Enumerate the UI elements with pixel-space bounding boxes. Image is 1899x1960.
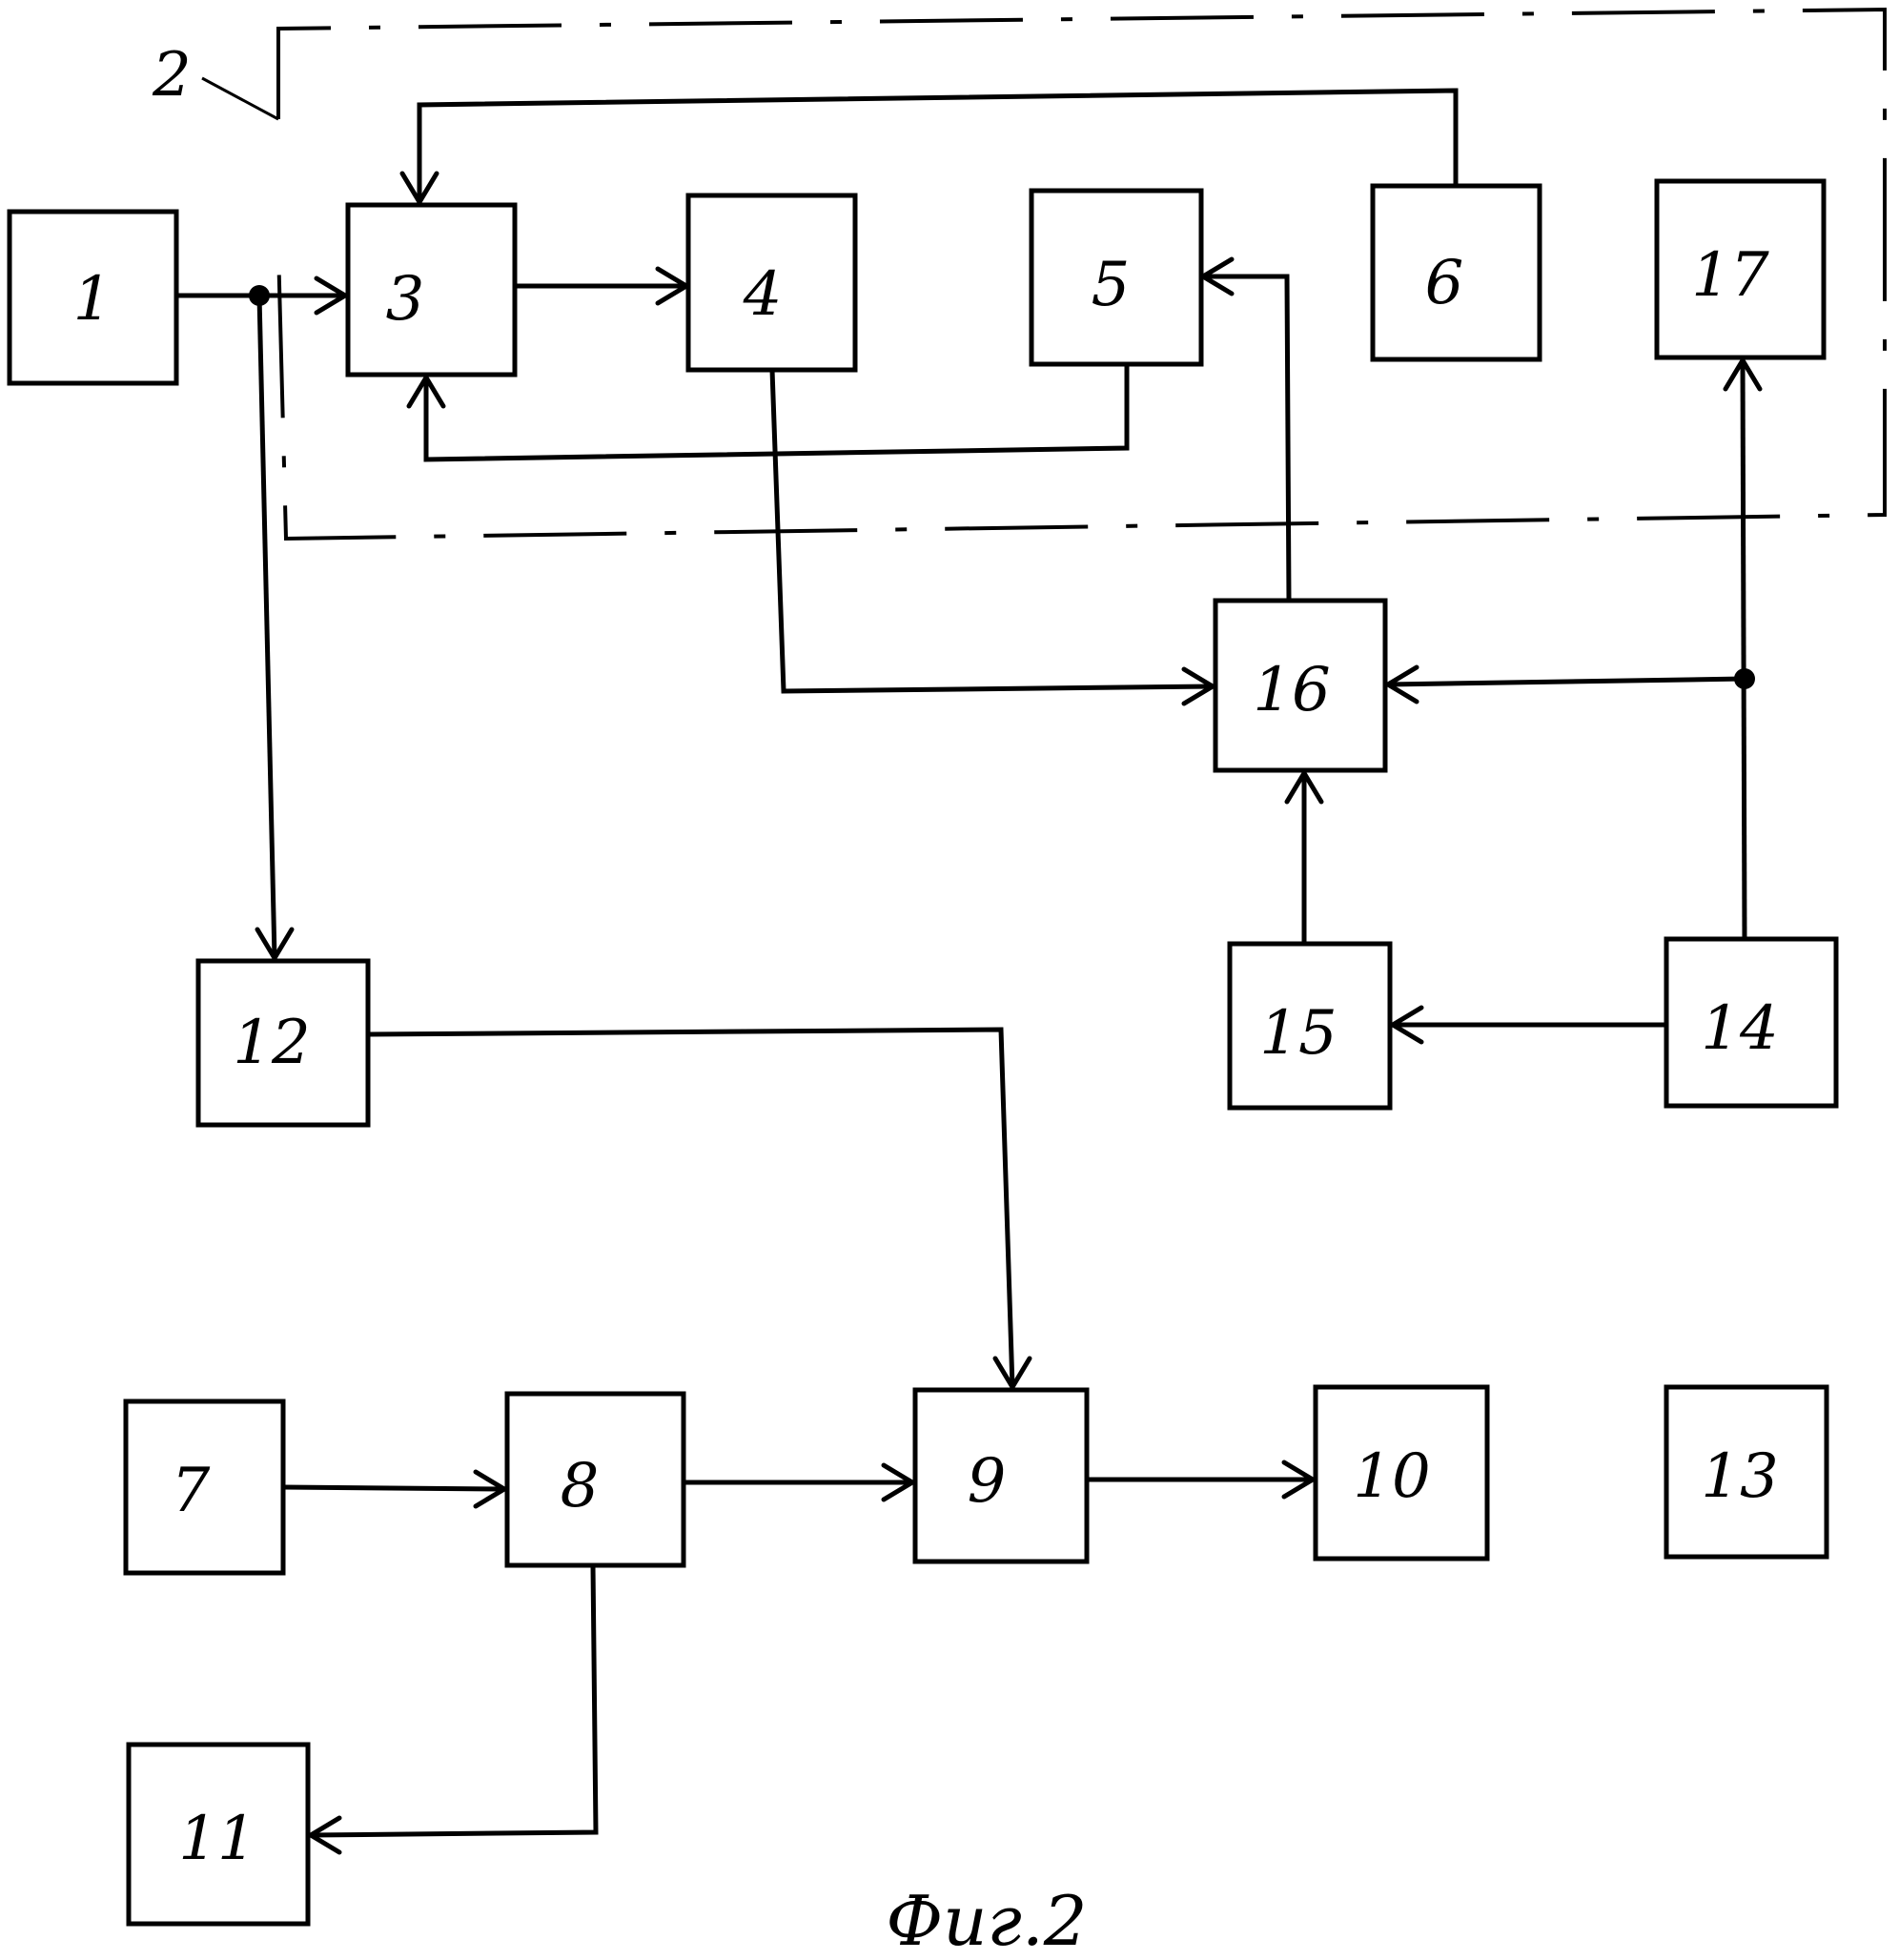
connection-6-to-3: [402, 91, 1456, 202]
block-16: 16: [1215, 601, 1385, 770]
connection-8-to-9: [684, 1465, 912, 1500]
connection-14-to-17: [1725, 360, 1760, 939]
block-4: 4: [688, 195, 855, 370]
block-14-label: 14: [1701, 993, 1778, 1064]
block-1: 1: [10, 212, 176, 383]
connection-5-to-3: [409, 364, 1127, 459]
connection-16-to-5: [1203, 259, 1289, 601]
block-13: 13: [1666, 1387, 1827, 1557]
block-11-label: 11: [178, 1804, 255, 1874]
block-3: 3: [348, 205, 515, 375]
connection-14-to-15: [1393, 1008, 1666, 1042]
block-13-label: 13: [1701, 1441, 1778, 1512]
block-6-label: 6: [1425, 248, 1464, 318]
block-16-label: 16: [1253, 655, 1330, 725]
block-14: 14: [1666, 939, 1836, 1106]
block-7-label: 7: [172, 1456, 211, 1526]
block-11: 11: [129, 1745, 308, 1924]
block-9: 9: [915, 1390, 1087, 1562]
enclosure-2-label: 2: [152, 40, 192, 111]
block-1-label: 1: [73, 264, 112, 335]
connection-12-to-9: [368, 1030, 1030, 1387]
block-5-label: 5: [1092, 250, 1131, 320]
figure-caption: Фиг.2: [886, 1881, 1087, 1960]
connection-9-to-10: [1087, 1462, 1313, 1497]
block-8: 8: [507, 1394, 684, 1565]
block-3-label: 3: [386, 264, 425, 335]
block-12-label: 12: [233, 1008, 310, 1078]
connection-7-to-8: [283, 1472, 504, 1506]
connection-8-to-11: [311, 1565, 596, 1852]
block-4-label: 4: [743, 259, 783, 330]
block-17: 17: [1657, 181, 1824, 357]
connection-3-to-4: [515, 269, 686, 303]
block-8-label: 8: [561, 1451, 600, 1521]
block-10: 10: [1316, 1387, 1487, 1559]
block-9-label: 9: [968, 1446, 1007, 1517]
block-15: 15: [1230, 944, 1390, 1108]
connection-14-to-16: [1388, 667, 1745, 702]
connection-1-to-12: [257, 296, 292, 958]
block-5: 5: [1031, 191, 1201, 364]
block-6: 6: [1373, 186, 1540, 359]
block-15-label: 15: [1259, 998, 1337, 1069]
connection-4-to-16: [772, 370, 1213, 704]
connection-15-to-16: [1287, 773, 1321, 944]
block-17-label: 17: [1691, 240, 1769, 311]
block-12: 12: [198, 961, 368, 1125]
block-10-label: 10: [1353, 1441, 1430, 1512]
block-7: 7: [126, 1401, 283, 1573]
